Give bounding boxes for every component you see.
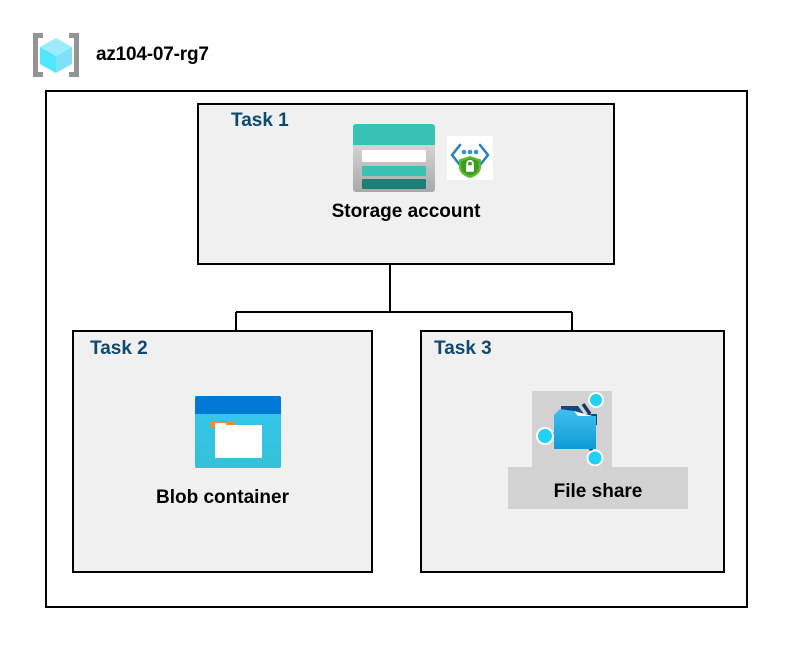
storage-account-label: Storage account: [331, 201, 481, 222]
task-1-label: Task 1: [231, 110, 289, 131]
file-share-label: File share: [553, 481, 643, 502]
blob-container-label: Blob container: [155, 487, 289, 508]
resource-group-name: az104-07-rg7: [96, 44, 209, 65]
resource-group-icon: [33, 33, 79, 77]
secure-endpoint-icon: [447, 136, 493, 180]
task-2-label: Task 2: [90, 338, 148, 359]
task-3-label: Task 3: [434, 338, 492, 359]
storage-account-icon: [353, 124, 435, 192]
file-share-label-highlight: [508, 467, 688, 509]
blob-container-icon: [195, 396, 281, 468]
file-share-icon: [536, 392, 604, 466]
resource-group-header: az104-07-rg7: [30, 28, 350, 82]
